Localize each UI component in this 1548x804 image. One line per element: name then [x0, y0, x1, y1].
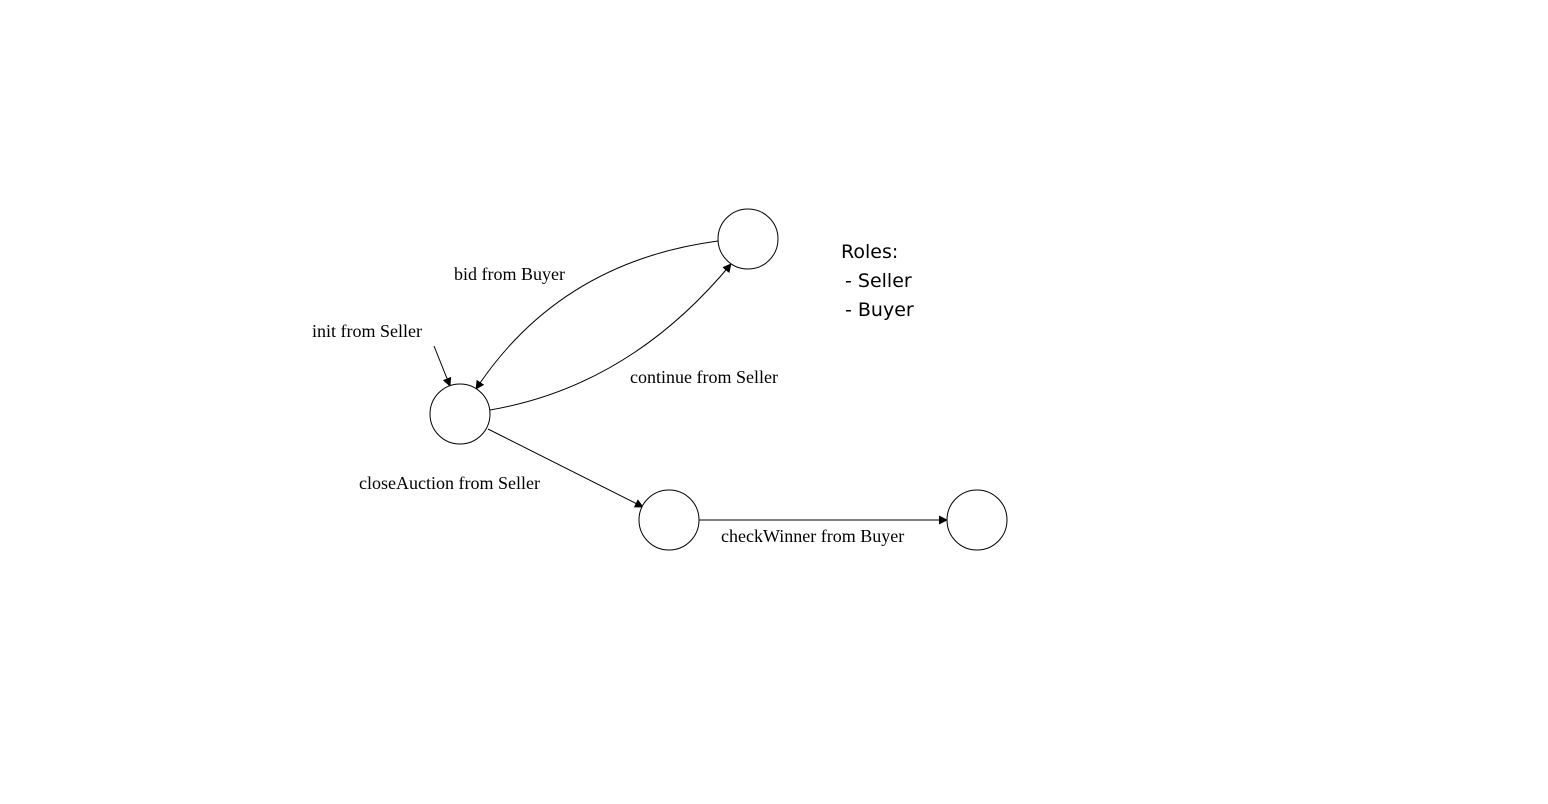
label-bid: bid from Buyer: [454, 264, 565, 284]
state-bidding: [717, 208, 779, 270]
edge-init: [433, 345, 452, 387]
state-closed: [638, 489, 700, 551]
roles-item-seller: - Seller: [845, 270, 912, 292]
roles-title: Roles:: [841, 241, 898, 263]
label-check-winner: checkWinner from Buyer: [721, 526, 904, 546]
state-final: [946, 489, 1008, 551]
roles-item-buyer: - Buyer: [845, 299, 914, 321]
label-init: init from Seller: [312, 321, 422, 341]
roles-legend: Roles: - Seller - Buyer: [841, 241, 914, 321]
edge-close-auction: [487, 428, 644, 508]
label-continue: continue from Seller: [630, 367, 778, 387]
label-close-auction: closeAuction from Seller: [359, 473, 540, 493]
edge-bid: [475, 240, 719, 390]
edge-continue: [489, 263, 732, 411]
state-initial: [429, 383, 491, 445]
